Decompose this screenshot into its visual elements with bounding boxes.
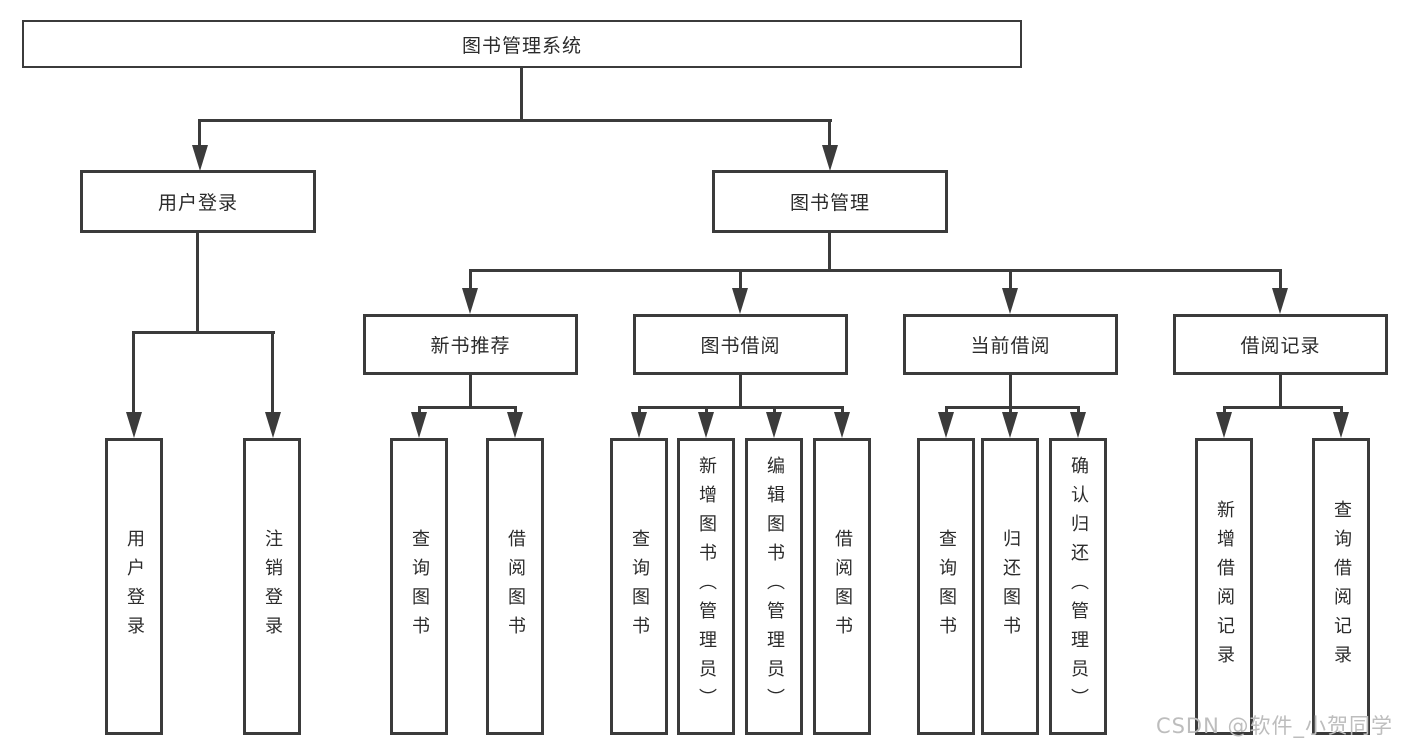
leaf-edit-book-admin: 编辑图书（管理员）	[745, 438, 803, 735]
connector-line	[705, 406, 708, 416]
connector-line	[638, 406, 641, 416]
node-book-borrow: 图书借阅	[633, 314, 848, 375]
leaf-add-borrow-record: 新增借阅记录	[1195, 438, 1253, 735]
arrowhead-down	[507, 412, 523, 438]
arrowhead-down	[822, 145, 838, 171]
leaf-logout: 注销登录	[243, 438, 301, 735]
connector-line	[841, 406, 844, 416]
arrowhead-down	[192, 145, 208, 171]
arrowhead-down	[834, 412, 850, 438]
connector-line	[828, 232, 831, 272]
arrowhead-down	[265, 412, 281, 438]
connector-line	[1077, 406, 1080, 416]
connector-line	[198, 119, 832, 122]
leaf-borrow-books: 借阅图书	[813, 438, 871, 735]
arrowhead-down	[732, 288, 748, 314]
arrowhead-down	[1272, 288, 1288, 314]
connector-line	[638, 406, 844, 409]
node-user-login: 用户登录	[80, 170, 316, 233]
connector-line	[418, 406, 517, 409]
arrowhead-down	[1002, 288, 1018, 314]
node-system-root: 图书管理系统	[22, 20, 1022, 68]
node-current-borrow: 当前借阅	[903, 314, 1118, 375]
connector-line	[1279, 269, 1282, 291]
connector-line	[1009, 374, 1012, 408]
arrowhead-down	[126, 412, 142, 438]
connector-line	[1223, 406, 1342, 409]
leaf-return-books: 归还图书	[981, 438, 1039, 735]
connector-line	[418, 406, 421, 416]
connector-line	[739, 269, 742, 291]
arrowhead-down	[462, 288, 478, 314]
connector-line	[739, 374, 742, 408]
node-new-book-recommend: 新书推荐	[363, 314, 578, 375]
arrowhead-down	[1002, 412, 1018, 438]
node-book-management: 图书管理	[712, 170, 948, 233]
arrowhead-down	[766, 412, 782, 438]
watermark-text: CSDN @软件_小贺同学	[1155, 714, 1393, 738]
connector-line	[271, 331, 274, 413]
leaf-query-books-borrow: 查询图书	[610, 438, 668, 735]
connector-line	[133, 331, 275, 334]
connector-line	[196, 232, 199, 334]
connector-line	[1279, 374, 1282, 408]
connector-line	[828, 119, 831, 147]
connector-line	[469, 269, 1282, 272]
arrowhead-down	[938, 412, 954, 438]
node-borrow-records: 借阅记录	[1173, 314, 1388, 375]
arrowhead-down	[1070, 412, 1086, 438]
connector-line	[1009, 269, 1012, 291]
leaf-query-books-current: 查询图书	[917, 438, 975, 735]
connector-line	[1009, 406, 1012, 416]
connector-line	[132, 331, 135, 413]
connector-line	[198, 119, 201, 147]
connector-line	[945, 406, 948, 416]
connector-line	[1223, 406, 1226, 416]
connector-line	[945, 406, 1079, 409]
arrowhead-down	[698, 412, 714, 438]
connector-line	[773, 406, 776, 416]
leaf-borrow-books-recommend: 借阅图书	[486, 438, 544, 735]
arrowhead-down	[1333, 412, 1349, 438]
leaf-add-book-admin: 新增图书（管理员）	[677, 438, 735, 735]
connector-line	[469, 269, 472, 291]
arrowhead-down	[631, 412, 647, 438]
leaf-user-login: 用户登录	[105, 438, 163, 735]
leaf-query-books-recommend: 查询图书	[390, 438, 448, 735]
connector-line	[520, 66, 523, 120]
connector-line	[469, 374, 472, 408]
connector-line	[1340, 406, 1343, 416]
leaf-confirm-return-admin: 确认归还（管理员）	[1049, 438, 1107, 735]
arrowhead-down	[1216, 412, 1232, 438]
connector-line	[514, 406, 517, 416]
leaf-query-borrow-record: 查询借阅记录	[1312, 438, 1370, 735]
arrowhead-down	[411, 412, 427, 438]
